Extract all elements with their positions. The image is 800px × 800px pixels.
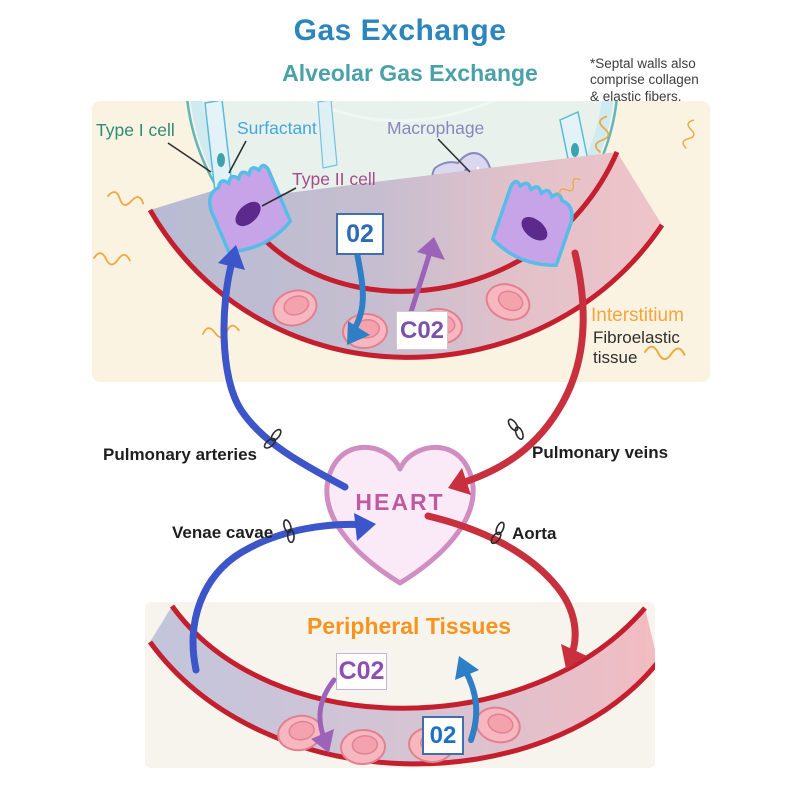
fibroelastic-label-line1: Fibroelastic [593, 328, 680, 347]
peripheral-capillary [147, 604, 655, 767]
heart [324, 445, 476, 586]
o2-box-top: 02 [336, 213, 384, 255]
o2-arrow-bottom [455, 656, 480, 743]
aorta-label: Aorta [512, 524, 557, 543]
co2-arrow-bottom [311, 677, 337, 753]
section-subtitle: Alveolar Gas Exchange [282, 60, 538, 86]
surfactant-label: Surfactant [237, 118, 317, 138]
type2-cell-label: Type II cell [292, 169, 376, 189]
alveolar-panel [92, 101, 710, 382]
pulmonary-veins-arrow [448, 249, 587, 495]
fibroelastic-label-line2: tissue [593, 348, 638, 367]
co2-box-bottom: C02 [336, 653, 387, 690]
page-title: Gas Exchange [293, 14, 507, 47]
co2-box-top: C02 [396, 311, 448, 350]
venae-cavae-label: Venae cavae [172, 523, 274, 542]
pulmonary-veins-label: Pulmonary veins [532, 443, 669, 462]
peripheral-tissues-title: Peripheral Tissues [306, 613, 512, 639]
peripheral-panel [145, 602, 655, 768]
macrophage-label: Macrophage [387, 118, 485, 138]
o2-arrow-top [347, 250, 370, 345]
type1-cell-label: Type I cell [96, 120, 175, 140]
label-leader-lines [167, 138, 471, 207]
septal-wall-note: *Septal walls also comprise collagen & e… [590, 56, 699, 104]
o2-box-bottom: 02 [422, 716, 464, 755]
heart-label: HEART [355, 489, 445, 515]
co2-arrow-top [408, 237, 445, 315]
aorta-arrow [424, 512, 587, 669]
pulmonary-arteries-arrow [218, 245, 349, 491]
pulmonary-arteries-label: Pulmonary arteries [103, 445, 258, 464]
interstitium-label: Interstitium [591, 305, 684, 326]
venae-cavae-arrow [189, 513, 376, 674]
